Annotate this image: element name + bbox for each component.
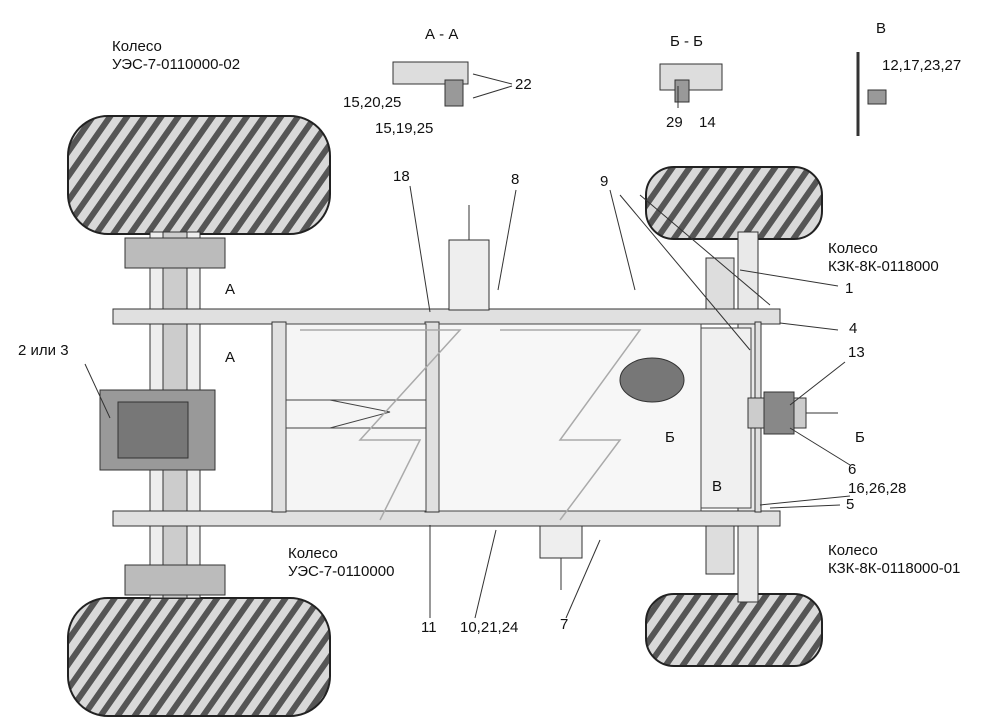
tank-top: [448, 205, 490, 311]
wheel-label-top-left: Колесо УЭС-7-0110000-02: [112, 38, 241, 73]
section-bb-title: Б - Б: [670, 33, 704, 50]
callout-15-19-25: 15,19,25: [375, 120, 434, 137]
leader-lines: [84, 73, 851, 619]
platform-body: [285, 323, 752, 512]
wheel-top-right: [645, 166, 823, 240]
left-axle: [99, 231, 226, 599]
section-mark-a-bottom: А: [225, 349, 236, 366]
callout-7: 7: [560, 616, 569, 633]
wheel-label-bottom-right: Колесо КЗК-8К-0118000-01: [828, 542, 961, 577]
callout-16-26-28: 16,26,28: [848, 480, 907, 497]
section-mark-b-right: Б: [855, 429, 865, 446]
callout-13: 13: [848, 344, 865, 361]
callout-5: 5: [846, 496, 855, 513]
callout-6: 6: [848, 461, 857, 478]
callout-14: 14: [699, 114, 716, 131]
callout-18: 18: [393, 168, 410, 185]
wheel-top-left: [67, 115, 331, 235]
callout-15-20-25: 15,20,25: [343, 94, 402, 111]
tank-bottom: [539, 525, 583, 590]
wheel-bottom-right: [645, 593, 823, 667]
watermark-arrows: [300, 329, 642, 521]
section-v-title: В: [876, 20, 887, 37]
main-frame: [112, 308, 781, 527]
wheel-bottom-left: [67, 597, 331, 717]
section-mark-b-left: Б: [665, 429, 675, 446]
callout-9: 9: [600, 173, 609, 190]
callout-2-or-3: 2 или 3: [18, 342, 69, 359]
hitch-assembly: [747, 391, 838, 435]
callout-22: 22: [515, 76, 532, 93]
callout-11: 11: [421, 619, 437, 636]
section-aa-detail: [392, 61, 469, 107]
callout-29: 29: [666, 114, 683, 131]
section-mark-v: В: [712, 478, 723, 495]
callout-8: 8: [511, 171, 520, 188]
section-mark-a-top: А: [225, 281, 236, 298]
section-aa-title: А - А: [425, 26, 459, 43]
callout-4: 4: [849, 320, 858, 337]
section-bb-detail: [659, 63, 723, 103]
callout-12-17-23-27: 12,17,23,27: [882, 57, 962, 74]
callout-10-21-24: 10,21,24: [460, 619, 519, 636]
section-v-detail: [856, 52, 887, 136]
callout-1: 1: [845, 280, 854, 297]
wheel-label-top-right: Колесо КЗК-8К-0118000: [828, 240, 939, 275]
wheel-label-bottom-left: Колесо УЭС-7-0110000: [288, 545, 395, 580]
